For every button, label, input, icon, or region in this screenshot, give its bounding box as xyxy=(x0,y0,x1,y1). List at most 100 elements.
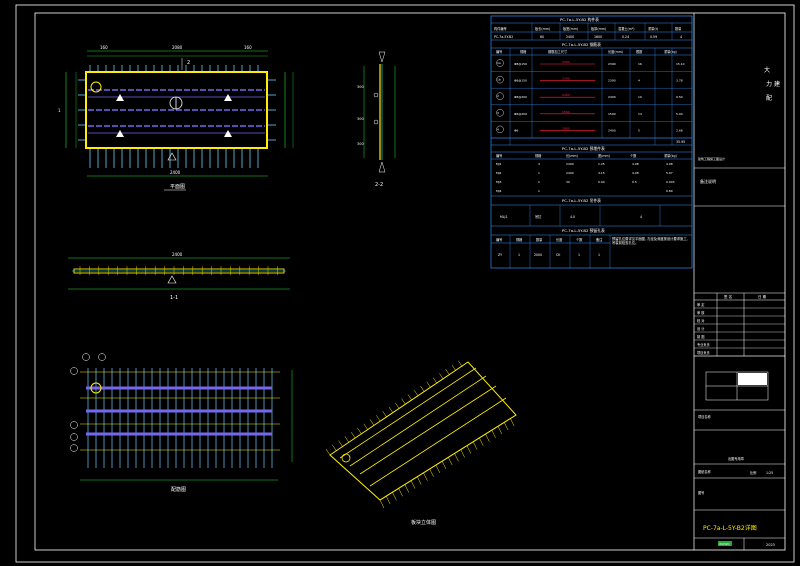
rebar-spec: Φ6 xyxy=(514,128,518,132)
title-block: 大 力 建 配 建筑工程施工图设计 备注说明 签 名 日 期 审 定审 核校 对… xyxy=(693,13,785,550)
rebar-id-circle xyxy=(496,109,504,117)
green-tag xyxy=(718,541,732,546)
section-1-1-view: 2400 1-1 xyxy=(68,252,290,301)
iso-tick xyxy=(410,480,416,489)
embed-h5: 重量(kg) xyxy=(664,153,677,158)
drawing-no: PC-7a-L-5Y-B2详图 xyxy=(703,524,757,532)
iso-bar-ticks xyxy=(325,360,515,509)
embed-cell: 0.043 xyxy=(666,180,675,184)
main-r5: 0.59 xyxy=(650,35,657,39)
sheet-outer-border xyxy=(15,4,795,563)
iso-tick xyxy=(454,453,459,462)
iso-tick xyxy=(491,429,496,438)
iso-tick xyxy=(416,476,422,485)
iso-tick xyxy=(451,364,457,372)
iso-tick xyxy=(423,472,428,481)
embed-cell: MJ1 xyxy=(496,162,501,166)
embed-cell: 5.07 xyxy=(666,171,673,175)
main-h2: 板宽(mm) xyxy=(563,26,578,31)
embed-cell: 3.15 xyxy=(598,171,605,175)
iso-tick xyxy=(503,421,509,431)
sheet-inner-border xyxy=(34,12,786,551)
iso-tick xyxy=(407,394,413,401)
main-r0: PC-7a-5Y-B2 xyxy=(494,35,513,39)
remark-label: 备注说明 xyxy=(700,178,716,184)
rebar-weight: 9.50 xyxy=(676,95,683,99)
rebar-spec: Φ8@150 xyxy=(514,79,527,83)
iso-tick xyxy=(426,381,432,388)
embed-cell: 4.08 xyxy=(632,171,639,175)
rebar-spec: Φ6@200 xyxy=(514,112,527,116)
sign-row-label: 设 计 xyxy=(697,326,705,331)
rebar-h0: 编号 xyxy=(496,49,502,54)
rebar-plan-view: 配筋图 xyxy=(70,353,293,493)
iso-tick xyxy=(413,390,419,397)
iso-tick xyxy=(385,495,391,505)
iso-tick xyxy=(439,373,444,380)
rebar-spec: Φ8@200 xyxy=(514,95,527,99)
section-2-2-title: 2-2 xyxy=(375,182,383,188)
plan-view: 160 2080 160 2 1 2400 平面图 xyxy=(58,45,294,191)
embed-cell: 4.98 xyxy=(666,162,673,166)
rebar-id: 3 xyxy=(497,111,499,115)
iso-tick xyxy=(379,499,385,509)
plan-dim-top-mid: 2080 xyxy=(172,45,183,50)
col-b: 日 期 xyxy=(758,294,767,299)
iso-tick xyxy=(325,448,331,456)
plan-dim-bottom: 2400 xyxy=(170,170,181,175)
iso-tick xyxy=(332,444,337,451)
iso-tick xyxy=(388,406,394,414)
company-char-1: 大 xyxy=(764,66,770,74)
embed-cell: MJ3 xyxy=(496,180,501,184)
drawing-no-label: 图号 xyxy=(698,490,704,495)
iso-tick xyxy=(392,492,397,501)
rebar-grid-lines xyxy=(80,368,280,468)
embed-cell: 1.25 xyxy=(598,162,605,166)
section-bar-ticks xyxy=(79,266,278,275)
main-h0: 构件编号 xyxy=(494,26,507,31)
lift-r3: 4 xyxy=(640,215,642,219)
iso-tick xyxy=(376,415,381,422)
lift2-h4: 个数 xyxy=(576,237,583,242)
stamp-note: 出图专用章 xyxy=(728,456,745,461)
rebar-count: 16 xyxy=(638,62,642,66)
lift2-r3: CK xyxy=(556,253,561,257)
lift-r2: 4.0 xyxy=(570,215,575,219)
lift2-r1: 1 xyxy=(518,253,520,257)
main-h3: 板厚(mm) xyxy=(591,26,606,31)
table-rebar-title: PC-7a-L-5Y-B2 钢筋表 xyxy=(562,42,601,47)
rebar-len: 2400 xyxy=(608,128,616,132)
rebar-id-circle xyxy=(496,125,504,134)
rebar-id-circle xyxy=(496,59,504,67)
main-r2: 2400 xyxy=(566,35,574,39)
lift2-r2: 2000 xyxy=(534,253,542,257)
iso-tick xyxy=(401,398,406,405)
plan-protruding-bars xyxy=(78,65,276,168)
lift2-r0: ZY xyxy=(498,253,502,257)
iso-tick xyxy=(435,464,441,474)
iso-tick xyxy=(460,449,465,458)
main-r1: 60 xyxy=(540,35,544,39)
main-h5: 重量(t) xyxy=(648,26,658,31)
isometric-view: 板块立体图 xyxy=(325,360,517,526)
iso-tick xyxy=(429,468,434,477)
rebar-id-circle xyxy=(496,92,504,100)
iso-tick xyxy=(445,369,450,376)
rebar-len: 1590 xyxy=(608,112,616,116)
small-note: 建筑工程施工图设计 xyxy=(698,156,725,161)
plan-slab-outline xyxy=(85,71,268,149)
lift2-r4: 1 xyxy=(578,253,580,257)
rebar-count: 4 xyxy=(638,79,640,83)
lift2-h1: 规格 xyxy=(516,237,523,242)
section-1-1-dim: 2400 xyxy=(172,252,183,257)
rebar-id: 1b xyxy=(497,78,501,82)
rebar-h1: 规格 xyxy=(520,49,527,54)
embed-cell: 0.04 xyxy=(598,180,605,184)
embed-cell: 0.80 xyxy=(666,189,673,193)
rebar-spec: Φ8@150 xyxy=(514,62,527,66)
rebar-len: 2400 xyxy=(608,95,616,99)
main-h6: 数量 xyxy=(675,26,682,31)
